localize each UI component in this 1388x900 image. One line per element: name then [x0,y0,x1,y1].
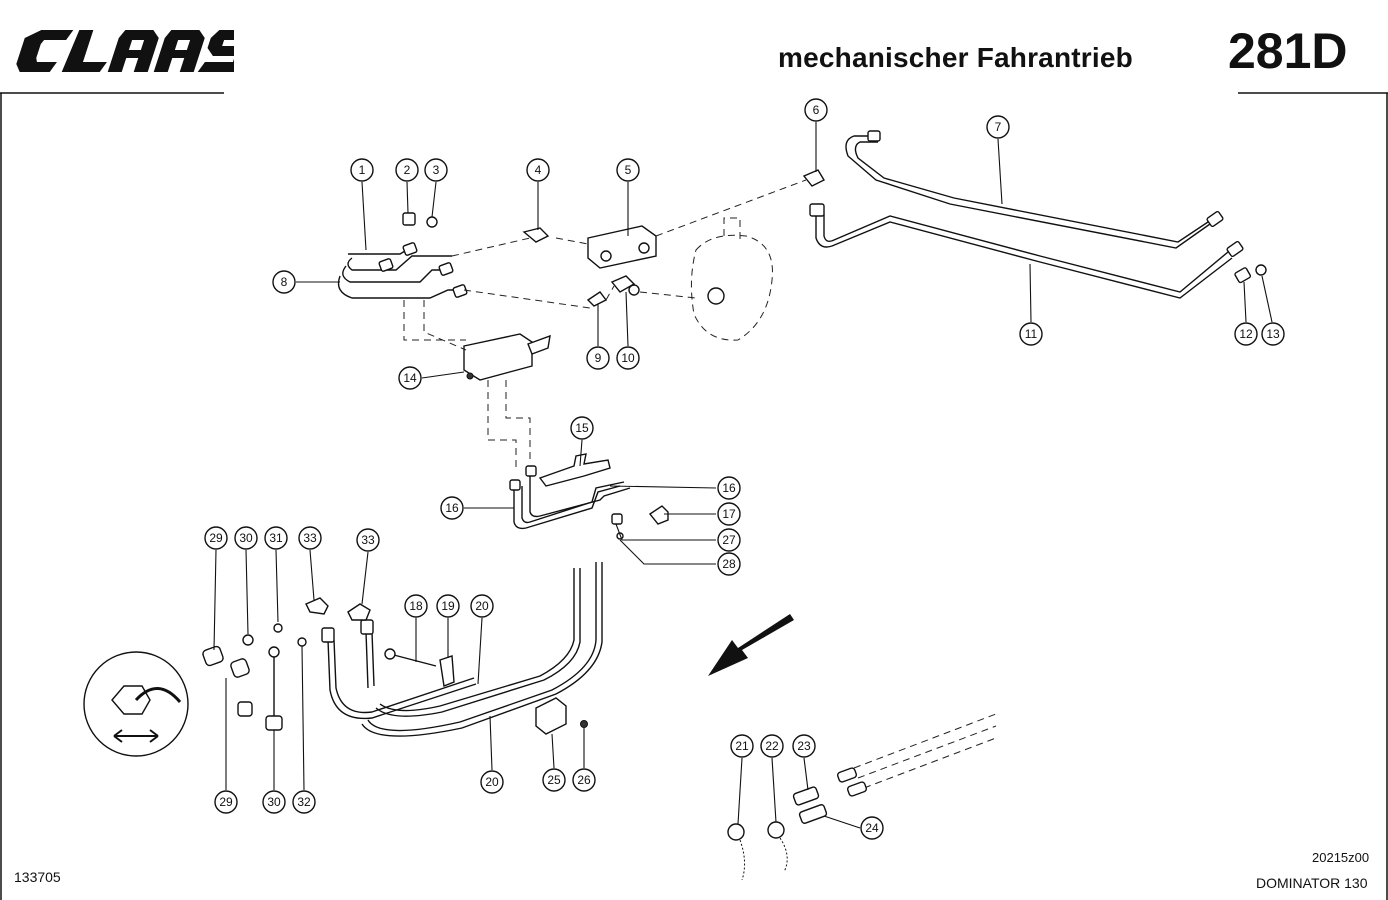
callout-30-bottom: 30 [262,790,286,814]
callout-16-right: 16 [717,476,741,500]
svg-text:22: 22 [765,739,779,753]
callout-18: 18 [404,594,428,618]
svg-text:7: 7 [995,120,1002,134]
svg-text:33: 33 [361,533,375,547]
callout-29-top: 29 [204,526,228,550]
svg-text:6: 6 [813,103,820,117]
svg-text:25: 25 [547,773,561,787]
leader-lines [213,122,1273,829]
svg-text:20: 20 [475,599,489,613]
svg-text:20: 20 [485,775,499,789]
svg-text:16: 16 [445,501,459,515]
callout-19: 19 [436,594,460,618]
svg-text:23: 23 [797,739,811,753]
callout-6: 6 [804,98,828,122]
callout-20-bottom: 20 [480,770,504,794]
svg-text:19: 19 [441,599,455,613]
callout-33-left: 33 [298,526,322,550]
callout-13: 13 [1261,322,1285,346]
callout-27: 27 [717,528,741,552]
callout-16-left: 16 [440,496,464,520]
svg-text:2: 2 [404,163,411,177]
callout-2: 2 [395,158,419,182]
svg-text:26: 26 [577,773,591,787]
svg-text:9: 9 [595,351,602,365]
svg-text:4: 4 [535,163,542,177]
callout-33-right: 33 [356,528,380,552]
svg-text:24: 24 [865,821,879,835]
drawing-frame [0,92,1388,900]
callout-25: 25 [542,768,566,792]
upper-pipe-assembly [337,130,1267,470]
svg-text:11: 11 [1025,327,1038,341]
callout-23: 23 [792,734,816,758]
svg-text:12: 12 [1239,327,1253,341]
callout-20-top: 20 [470,594,494,618]
callout-24: 24 [860,816,884,840]
claas-logo [16,30,234,72]
svg-text:33: 33 [303,531,317,545]
svg-text:5: 5 [625,163,632,177]
callout-4: 4 [526,158,550,182]
drawing-number: 133705 [14,869,61,885]
page-number: 281D [1228,23,1348,79]
svg-text:10: 10 [621,351,635,365]
callout-3: 3 [424,158,448,182]
callout-7: 7 [986,115,1010,139]
svg-text:28: 28 [722,557,736,571]
callout-9: 9 [586,346,610,370]
callout-26: 26 [572,768,596,792]
svg-text:30: 30 [239,531,253,545]
callout-12: 12 [1234,322,1258,346]
callout-28: 28 [717,552,741,576]
svg-text:29: 29 [209,531,223,545]
middle-pipe-assembly [83,453,794,757]
callout-30-top: 30 [234,526,258,550]
callout-11: 11 [1019,322,1043,346]
callout-5: 5 [616,158,640,182]
callout-8: 8 [272,270,296,294]
svg-text:32: 32 [297,795,311,809]
svg-text:27: 27 [722,533,736,547]
callout-21: 21 [730,734,754,758]
svg-text:1: 1 [359,163,366,177]
svg-text:18: 18 [409,599,423,613]
svg-text:21: 21 [735,739,749,753]
svg-text:17: 17 [722,507,736,521]
callout-17: 17 [717,502,741,526]
image-code: 20215z00 [1312,850,1370,865]
callout-29-bottom: 29 [214,790,238,814]
callout-1: 1 [350,158,374,182]
svg-text:16: 16 [722,481,736,495]
svg-text:29: 29 [219,795,233,809]
svg-text:13: 13 [1266,327,1280,341]
coupling-assembly [727,713,997,881]
callout-15: 15 [570,416,594,440]
svg-text:8: 8 [281,275,288,289]
callout-32: 32 [292,790,316,814]
svg-text:30: 30 [267,795,281,809]
page-title: mechanischer Fahrantrieb [778,42,1133,73]
callout-14: 14 [398,366,422,390]
machine-model: DOMINATOR 130 [1256,875,1368,891]
svg-text:31: 31 [269,531,283,545]
svg-text:3: 3 [433,163,440,177]
svg-text:15: 15 [575,421,589,435]
svg-text:14: 14 [403,371,417,385]
callout-10: 10 [616,346,640,370]
callout-31: 31 [264,526,288,550]
callout-22: 22 [760,734,784,758]
